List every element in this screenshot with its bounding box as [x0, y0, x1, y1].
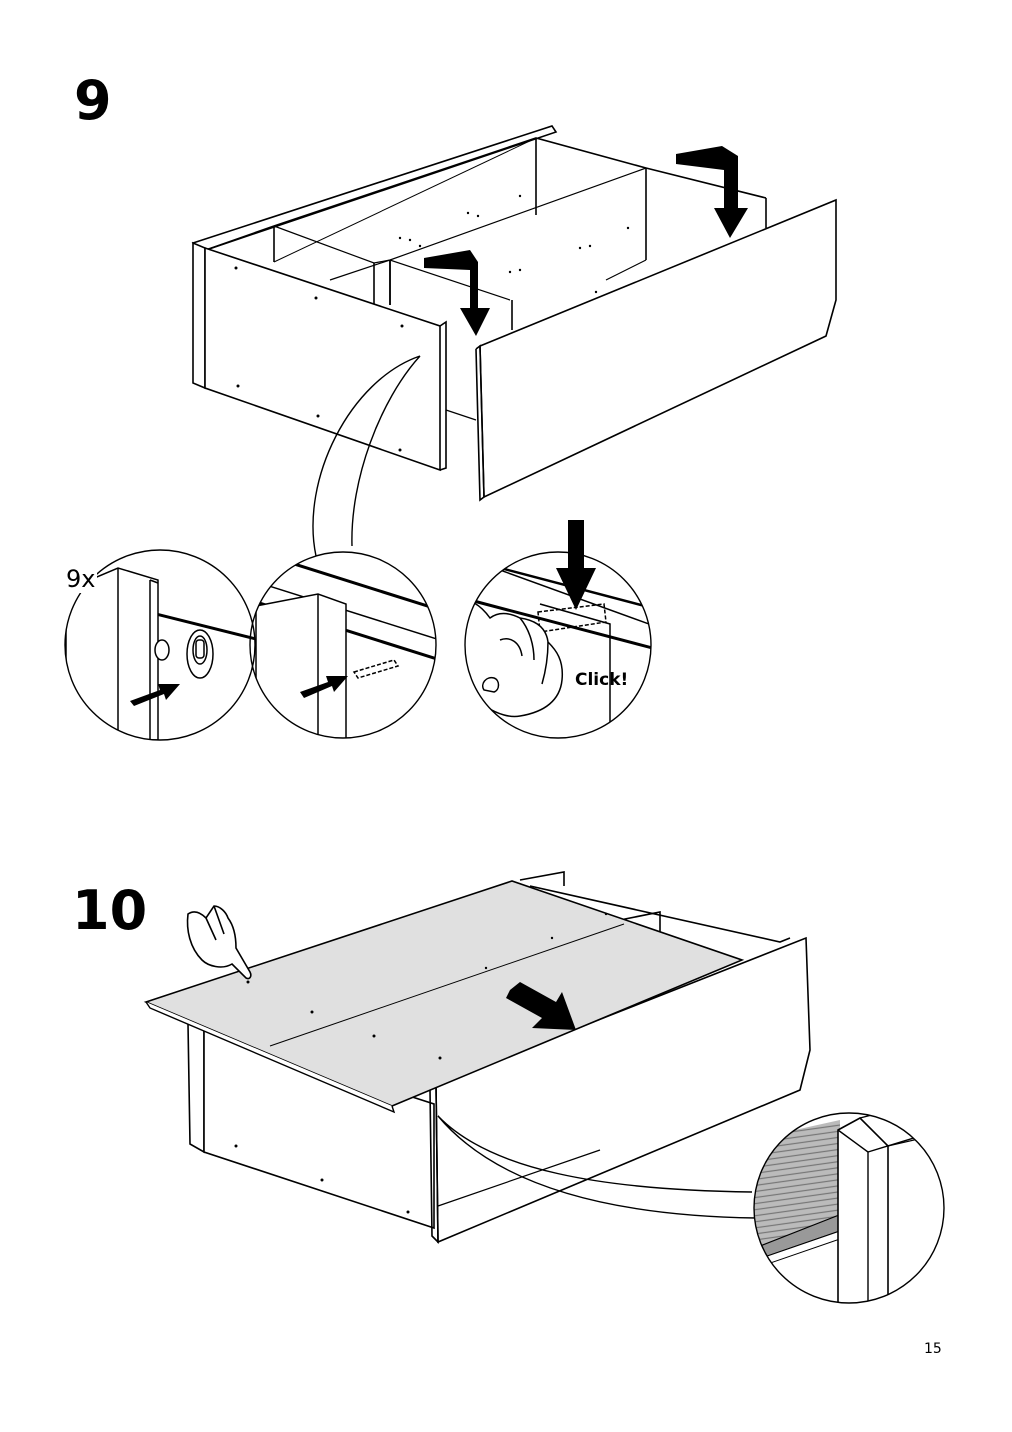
step-number-10: 10	[72, 879, 148, 942]
page-number: 15	[924, 1341, 942, 1357]
slide-arrow-step10	[506, 982, 576, 1030]
step-number-9: 9	[74, 69, 112, 132]
click-label: Click!	[575, 670, 629, 690]
hole-dots-step9	[234, 194, 630, 452]
detail-cam-lock	[65, 567, 255, 740]
push-arrow-2	[300, 676, 348, 698]
top-panel-step10	[143, 880, 745, 1114]
push-arrow-1	[130, 684, 180, 706]
hole-dots-step10	[234, 912, 608, 1214]
quantity-label: 9x	[64, 565, 98, 593]
pointing-hand-icon	[186, 905, 252, 980]
down-arrow-right	[676, 146, 748, 238]
detail-panel-groove	[754, 1113, 941, 1303]
callout-curve-step9	[312, 355, 421, 557]
callout-curve-step10	[437, 1115, 757, 1219]
down-arrow-click	[556, 520, 596, 610]
cabinet-frame-step9	[191, 125, 837, 502]
detail-panel-insert	[250, 552, 436, 738]
down-arrow-left	[424, 250, 490, 336]
